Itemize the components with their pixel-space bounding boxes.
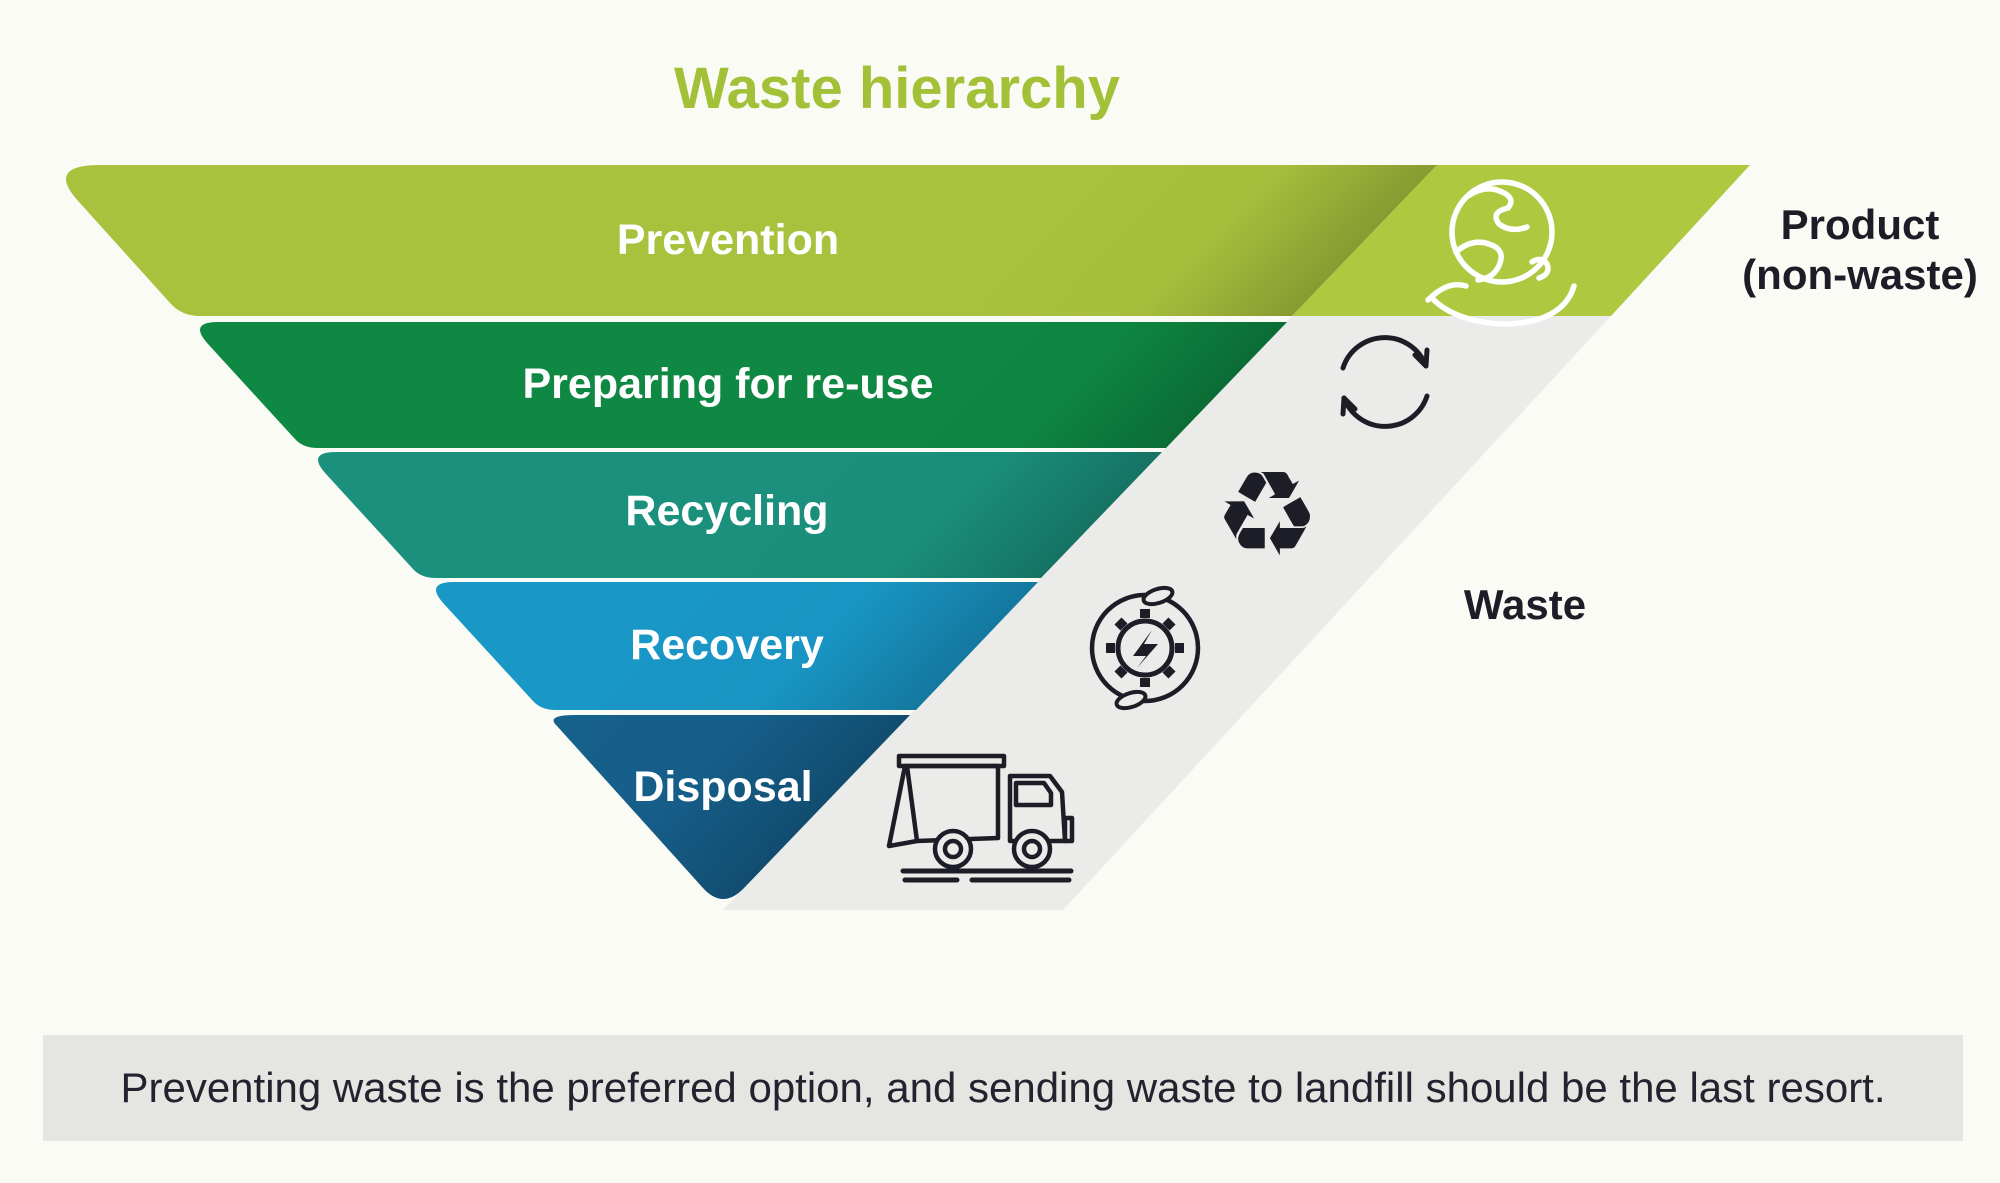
level-recovery — [436, 582, 1038, 710]
caption-text: Preventing waste is the preferred option… — [120, 1064, 1886, 1111]
product-non-waste-label: Product (non-waste) — [1730, 200, 1990, 300]
recycling-arrows-icon: ♻ — [1214, 445, 1320, 583]
product-label-line1: Product — [1780, 201, 1940, 248]
garbage-truck-icon — [886, 753, 1075, 883]
level-label-recovery: Recovery — [630, 621, 824, 669]
waste-band — [723, 316, 1611, 910]
caption-bar: Preventing waste is the preferred option… — [43, 1035, 1963, 1141]
prevention-band-segment — [1292, 165, 1750, 316]
page-title: Waste hierarchy — [674, 56, 1120, 121]
level-prevention — [66, 165, 1750, 316]
level-preparing-for-reuse — [200, 322, 1287, 448]
level-label-prevention: Prevention — [616, 216, 840, 264]
waste-label: Waste — [1463, 581, 1587, 628]
level-recycling — [318, 452, 1162, 578]
product-label-line2: (non-waste) — [1742, 251, 1978, 298]
waste-hierarchy-funnel: ♻ — [66, 165, 1750, 910]
level-label-disposal: Disposal — [633, 763, 813, 811]
level-label-preparing-for-reuse: Preparing for re-use — [522, 360, 934, 408]
globe-in-hand-icon — [1425, 179, 1577, 327]
level-label-recycling: Recycling — [625, 487, 829, 535]
level-disposal — [553, 715, 910, 899]
reuse-cycle-icon — [1340, 335, 1430, 429]
energy-recovery-gear-icon — [1089, 585, 1201, 711]
